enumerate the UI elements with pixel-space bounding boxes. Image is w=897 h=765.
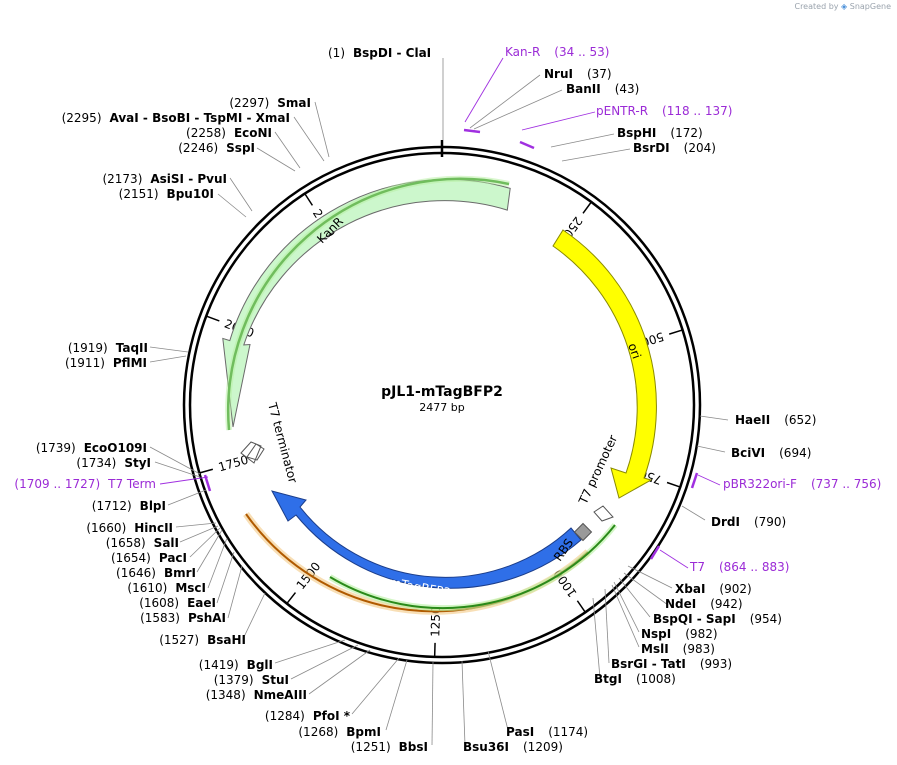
site-label[interactable]: (1419)BglI — [199, 658, 273, 672]
site-label[interactable]: BsrDI(204) — [633, 141, 716, 155]
tick-mark — [199, 468, 214, 474]
site-label[interactable]: (1251)BbsI — [351, 740, 428, 754]
primer-label[interactable]: pBR322ori-F(737 .. 756) — [723, 477, 881, 491]
site-label[interactable]: (2246)SspI — [178, 141, 255, 155]
tick-mark — [582, 201, 592, 214]
site-label[interactable]: (2258)EcoNI — [186, 126, 272, 140]
site-label[interactable]: (1608)EaeI — [139, 596, 216, 610]
credit-brand: SnapGene — [849, 2, 891, 11]
site-label[interactable]: (1268)BpmI — [298, 725, 381, 739]
primer-label[interactable]: pENTR-R(118 .. 137) — [596, 104, 732, 118]
tick-mark — [666, 481, 681, 488]
site-label[interactable]: (2295)AvaI - BsoBI - TspMI - XmaI — [62, 111, 290, 125]
primer-label[interactable]: T7(864 .. 883) — [689, 560, 789, 574]
site-label[interactable]: (1610)MscI — [127, 581, 206, 595]
site-label[interactable]: (1583)PshAI — [140, 611, 226, 625]
ori-label: ori — [625, 341, 643, 360]
kanr-orf-glow — [225, 175, 510, 431]
site-label[interactable]: PasI(1174) — [506, 725, 588, 739]
primer-label[interactable]: Kan-R(34 .. 53) — [505, 45, 609, 59]
site-label[interactable]: DrdI(790) — [711, 515, 786, 529]
site-label[interactable]: (2173)AsiSI - PvuI — [102, 172, 227, 186]
site-label[interactable]: (1527)BsaHI — [159, 633, 246, 647]
site-label[interactable]: (1654)PacI — [111, 551, 187, 565]
t7-terminator-label: T7 terminator — [265, 400, 300, 484]
site-label[interactable]: BanII(43) — [566, 82, 639, 96]
plasmid-length: 2477 bp — [419, 401, 464, 414]
tick-mark — [286, 592, 297, 605]
site-label[interactable]: BspQI - SapI(954) — [653, 612, 782, 626]
site-label[interactable]: (1712)BlpI — [92, 499, 166, 513]
rbs-marker[interactable] — [573, 522, 593, 542]
site-label[interactable]: BspHI(172) — [617, 126, 703, 140]
site-label[interactable]: (1658)SalI — [106, 536, 179, 550]
site-label[interactable]: BciVI(694) — [731, 446, 811, 460]
snapgene-credit: Created by ◈ SnapGene — [794, 2, 891, 11]
site-label[interactable]: XbaI(902) — [675, 582, 752, 596]
t7-promoter-arrow[interactable] — [593, 505, 614, 522]
site-label[interactable]: (1)BspDI - ClaI — [328, 46, 431, 60]
site-label[interactable]: (1660)HincII — [86, 521, 173, 535]
site-label[interactable]: (1646)BmrI — [116, 566, 196, 580]
site-label[interactable]: (2297)SmaI — [229, 96, 311, 110]
site-label[interactable]: NruI(37) — [544, 67, 612, 81]
site-label[interactable]: (1379)StuI — [214, 673, 289, 687]
ori-feature-arrow[interactable] — [552, 229, 657, 499]
site-label[interactable]: (1734)StyI — [76, 456, 151, 470]
tick-mark — [576, 600, 586, 613]
bfp-orf-line — [329, 524, 616, 610]
tick-mark — [668, 329, 683, 335]
site-leader-lines — [149, 58, 729, 746]
primer-marks — [159, 57, 721, 569]
site-label[interactable]: NspI(982) — [641, 627, 718, 641]
site-label[interactable]: MslI(983) — [641, 642, 715, 656]
snapgene-logo-icon: ◈ — [841, 2, 848, 11]
site-label[interactable]: BtgI(1008) — [594, 672, 676, 686]
tick-mark — [304, 193, 314, 206]
site-label[interactable]: HaeII(652) — [735, 413, 817, 427]
t7-terminator-arrow[interactable] — [240, 441, 265, 464]
site-label[interactable]: (1911)PflMI — [65, 356, 147, 370]
restriction-site-labels: (1)BspDI - ClaI NruI(37) BanII(43) BspHI… — [36, 46, 817, 754]
tick-mark — [205, 315, 220, 322]
mtagbfp2-feature-arrow[interactable] — [271, 490, 582, 589]
primer-label[interactable]: (1709 .. 1727)T7 Term — [14, 477, 156, 491]
credit-prefix: Created by — [794, 2, 839, 11]
plasmid-name: pJL1-mTagBFP2 — [381, 384, 503, 400]
site-label[interactable]: NdeI(942) — [665, 597, 743, 611]
site-label[interactable]: Bsu36I(1209) — [463, 740, 563, 754]
site-label[interactable]: (1284)PfoI * — [265, 709, 351, 723]
site-label[interactable]: (1348)NmeAIII — [206, 688, 307, 702]
site-label[interactable]: (1919)TaqII — [68, 341, 148, 355]
primer-labels: Kan-R(34 .. 53) pENTR-R(118 .. 137) pBR3… — [14, 45, 881, 574]
site-label[interactable]: (1739)EcoO109I — [36, 441, 147, 455]
site-label[interactable]: BsrGI - TatI(993) — [611, 657, 732, 671]
site-label[interactable]: (2151)Bpu10I — [119, 187, 214, 201]
